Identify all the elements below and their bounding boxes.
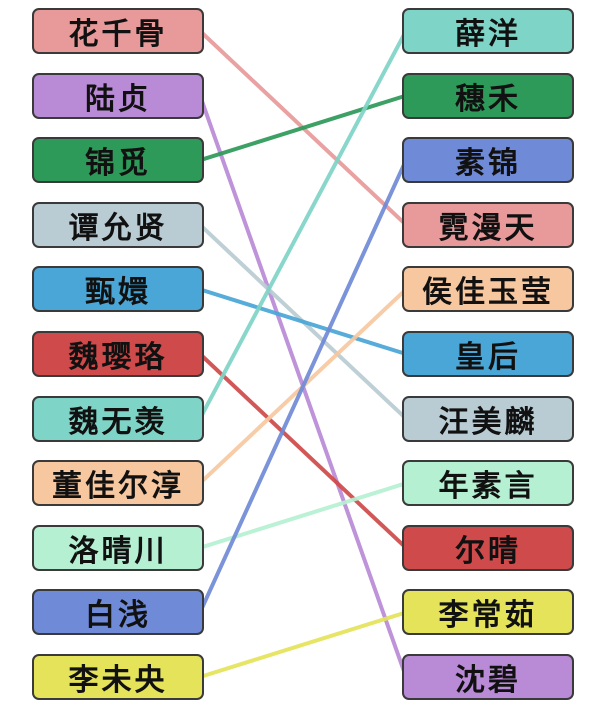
right-card-6[interactable]: 汪美麟 (402, 395, 574, 442)
left-card-5[interactable]: 魏璎珞 (32, 331, 204, 377)
right-card-2[interactable]: 素锦 (402, 137, 574, 184)
connection-line-9 (198, 158, 408, 615)
left-card-7[interactable]: 董佳尔淳 (32, 460, 204, 507)
right-card-0[interactable]: 薛洋 (402, 8, 574, 54)
right-card-1[interactable]: 穗禾 (402, 72, 574, 119)
left-card-2[interactable]: 锦觅 (32, 137, 204, 184)
right-card-4[interactable]: 侯佳玉莹 (402, 266, 574, 313)
right-card-3[interactable]: 霓漫天 (402, 201, 574, 248)
right-card-8[interactable]: 尔晴 (402, 524, 574, 571)
connection-line-10 (198, 610, 408, 679)
left-card-1[interactable]: 陆贞 (32, 72, 204, 119)
right-card-10[interactable]: 沈碧 (402, 654, 574, 700)
connection-line-6 (198, 29, 408, 421)
left-card-3[interactable]: 谭允贤 (32, 201, 204, 248)
left-card-9[interactable]: 白浅 (32, 589, 204, 636)
connection-line-2 (198, 93, 408, 163)
left-card-0[interactable]: 花千骨 (32, 8, 204, 54)
left-card-10[interactable]: 李未央 (32, 654, 204, 700)
left-card-4[interactable]: 甄嬛 (32, 266, 204, 313)
connection-line-4 (198, 287, 408, 356)
left-card-6[interactable]: 魏无羡 (32, 395, 204, 442)
right-card-9[interactable]: 李常茹 (402, 589, 574, 636)
left-card-8[interactable]: 洛晴川 (32, 524, 204, 571)
connection-line-5 (198, 352, 408, 550)
right-card-5[interactable]: 皇后 (402, 331, 574, 377)
connection-line-8 (198, 481, 408, 550)
right-card-7[interactable]: 年素言 (402, 460, 574, 507)
